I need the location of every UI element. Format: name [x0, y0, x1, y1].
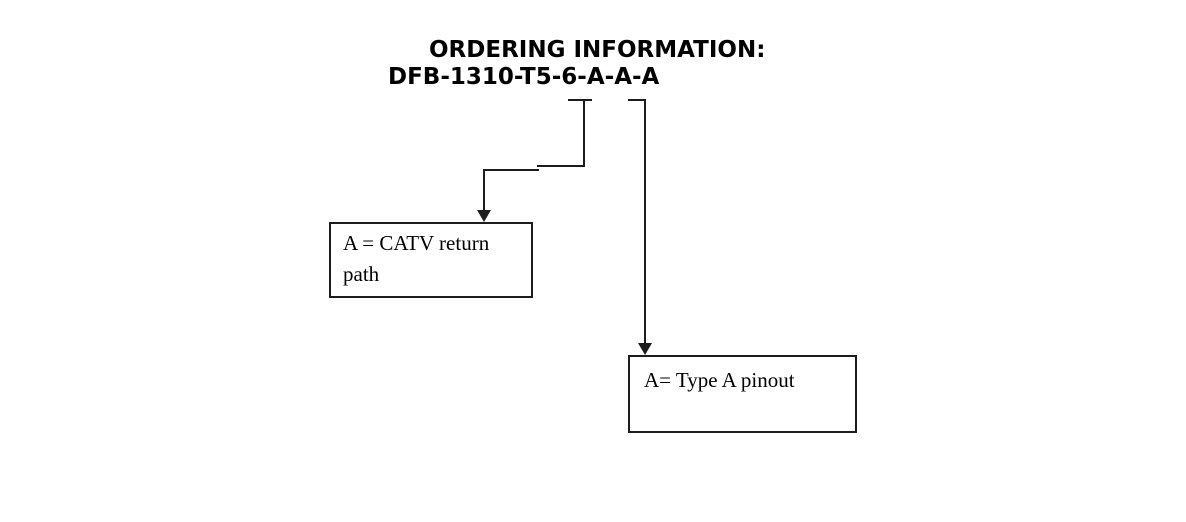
connector2-vertical-drop [644, 100, 646, 344]
part-number: DFB-1310-T5-6-A-A-A [388, 64, 660, 90]
arrow-down-icon [477, 210, 491, 222]
connector1-horizontal-right [537, 165, 585, 167]
callout-text: A= Type A pinout [644, 368, 795, 392]
connector1-vertical-drop [483, 170, 485, 212]
connector1-top-cap [568, 99, 592, 101]
connector2-top-elbow [628, 99, 646, 101]
arrow-down-icon [638, 343, 652, 355]
callout-box-type-a-pinout: A= Type A pinout [628, 355, 857, 433]
connector1-vertical-stem [583, 100, 585, 166]
ordering-information-title: ORDERING INFORMATION: [429, 37, 766, 63]
callout-text: A = CATV return path [343, 231, 490, 286]
callout-box-catv-return-path: A = CATV return path [329, 222, 533, 298]
connector1-horizontal-left [483, 169, 539, 171]
